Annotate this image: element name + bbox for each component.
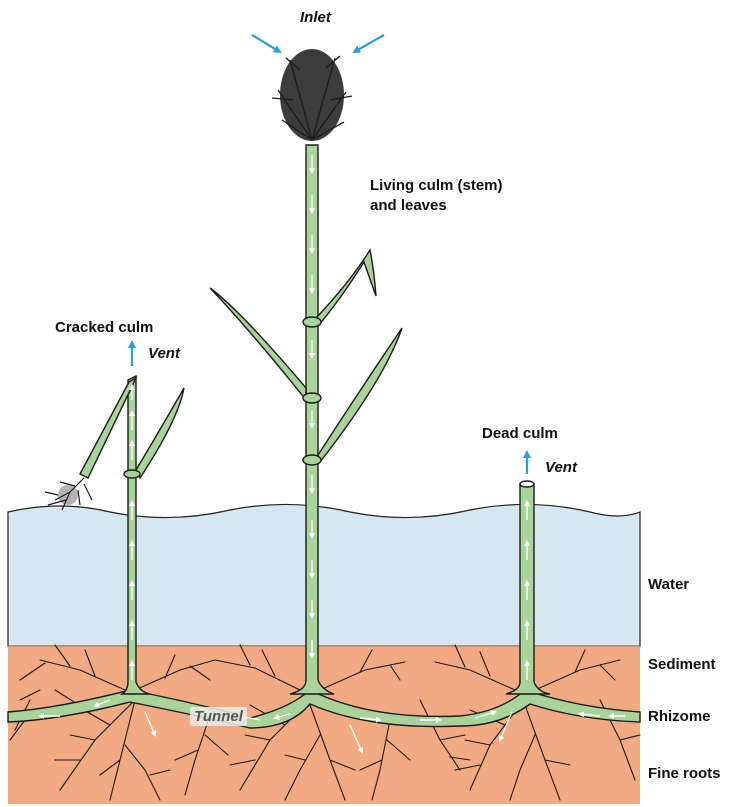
cracked-culm-seedhead: [45, 478, 92, 510]
living-culm-leaf-left-long: [210, 288, 306, 400]
inlet-label: Inlet: [300, 8, 331, 27]
living-culm-label-line2: and leaves: [370, 196, 447, 215]
rhizome-label: Rhizome: [648, 707, 711, 726]
inlet-arrow-left: [252, 35, 280, 52]
living-culm-inflorescence: [272, 49, 352, 141]
cracked-culm-label: Cracked culm: [55, 318, 153, 337]
water-body: [8, 504, 640, 646]
living-culm-leaf-upper-right: [316, 250, 376, 326]
inlet-arrow-right: [354, 35, 384, 52]
tunnel-label: Tunnel: [190, 707, 247, 726]
sediment-label: Sediment: [648, 655, 716, 674]
vent-right-label: Vent: [545, 458, 577, 477]
dead-culm-label: Dead culm: [482, 424, 558, 443]
living-culm-label-line1: Living culm (stem): [370, 176, 503, 195]
fine-roots-label: Fine roots: [648, 764, 721, 783]
cracked-culm-leaf: [136, 388, 184, 478]
water-label: Water: [648, 575, 689, 594]
living-culm-leaf-right-long: [318, 328, 402, 462]
sediment-layer: [8, 646, 640, 804]
vent-left-label: Vent: [148, 344, 180, 363]
